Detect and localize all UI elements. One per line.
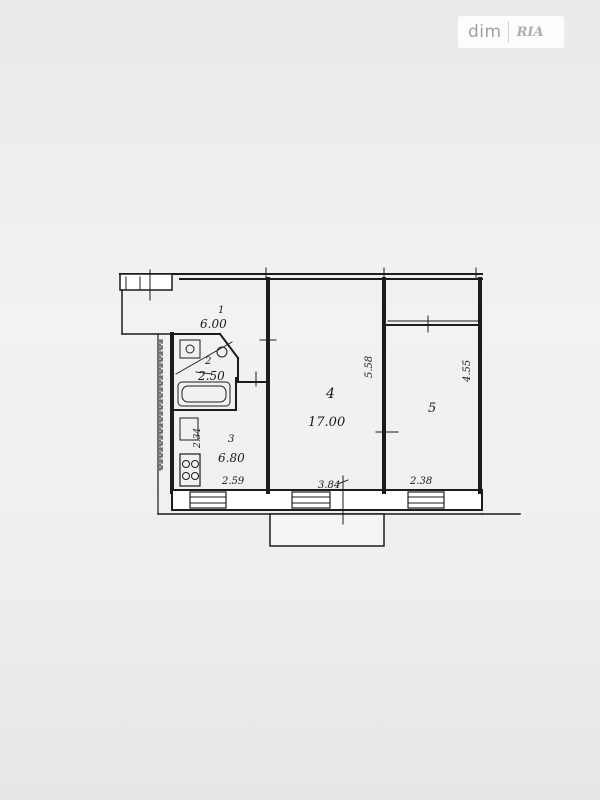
dim-room4-width: 3.84 xyxy=(318,480,340,491)
dim-room4-depth: 5.58 xyxy=(364,356,375,378)
partition-walls xyxy=(171,277,479,494)
room-2-number: 2 xyxy=(204,356,211,367)
bathroom-fixtures xyxy=(177,339,231,407)
lower-balcony xyxy=(269,513,385,547)
watermark-brand: dim xyxy=(468,22,502,42)
room-1-area: 6.00 xyxy=(200,317,227,331)
dim-room5-width: 2.38 xyxy=(409,476,432,487)
dim-kitchen-depth: 2.34 xyxy=(193,428,203,449)
watermark-divider xyxy=(507,21,509,43)
bottom-wall xyxy=(157,489,521,515)
room-4-area: 17.00 xyxy=(308,415,345,430)
kitchen-fixtures xyxy=(179,417,201,487)
room-2-area: 2.50 xyxy=(197,369,225,383)
watermark-logo-ria: RIA xyxy=(516,24,544,40)
top-wall xyxy=(119,267,483,301)
room-5-number: 5 xyxy=(428,401,436,416)
room-3-area: 6.80 xyxy=(218,451,245,465)
room-3-number: 3 xyxy=(228,434,234,445)
room-4-number: 4 xyxy=(325,386,335,402)
watermark-dimria: dim RIA xyxy=(458,16,564,48)
door-marks xyxy=(175,315,429,525)
entry-balcony xyxy=(121,289,173,491)
room-1-number: 1 xyxy=(218,305,224,316)
dim-room5-depth: 4.55 xyxy=(462,360,473,383)
dim-kitchen-width: 2.59 xyxy=(221,476,245,487)
